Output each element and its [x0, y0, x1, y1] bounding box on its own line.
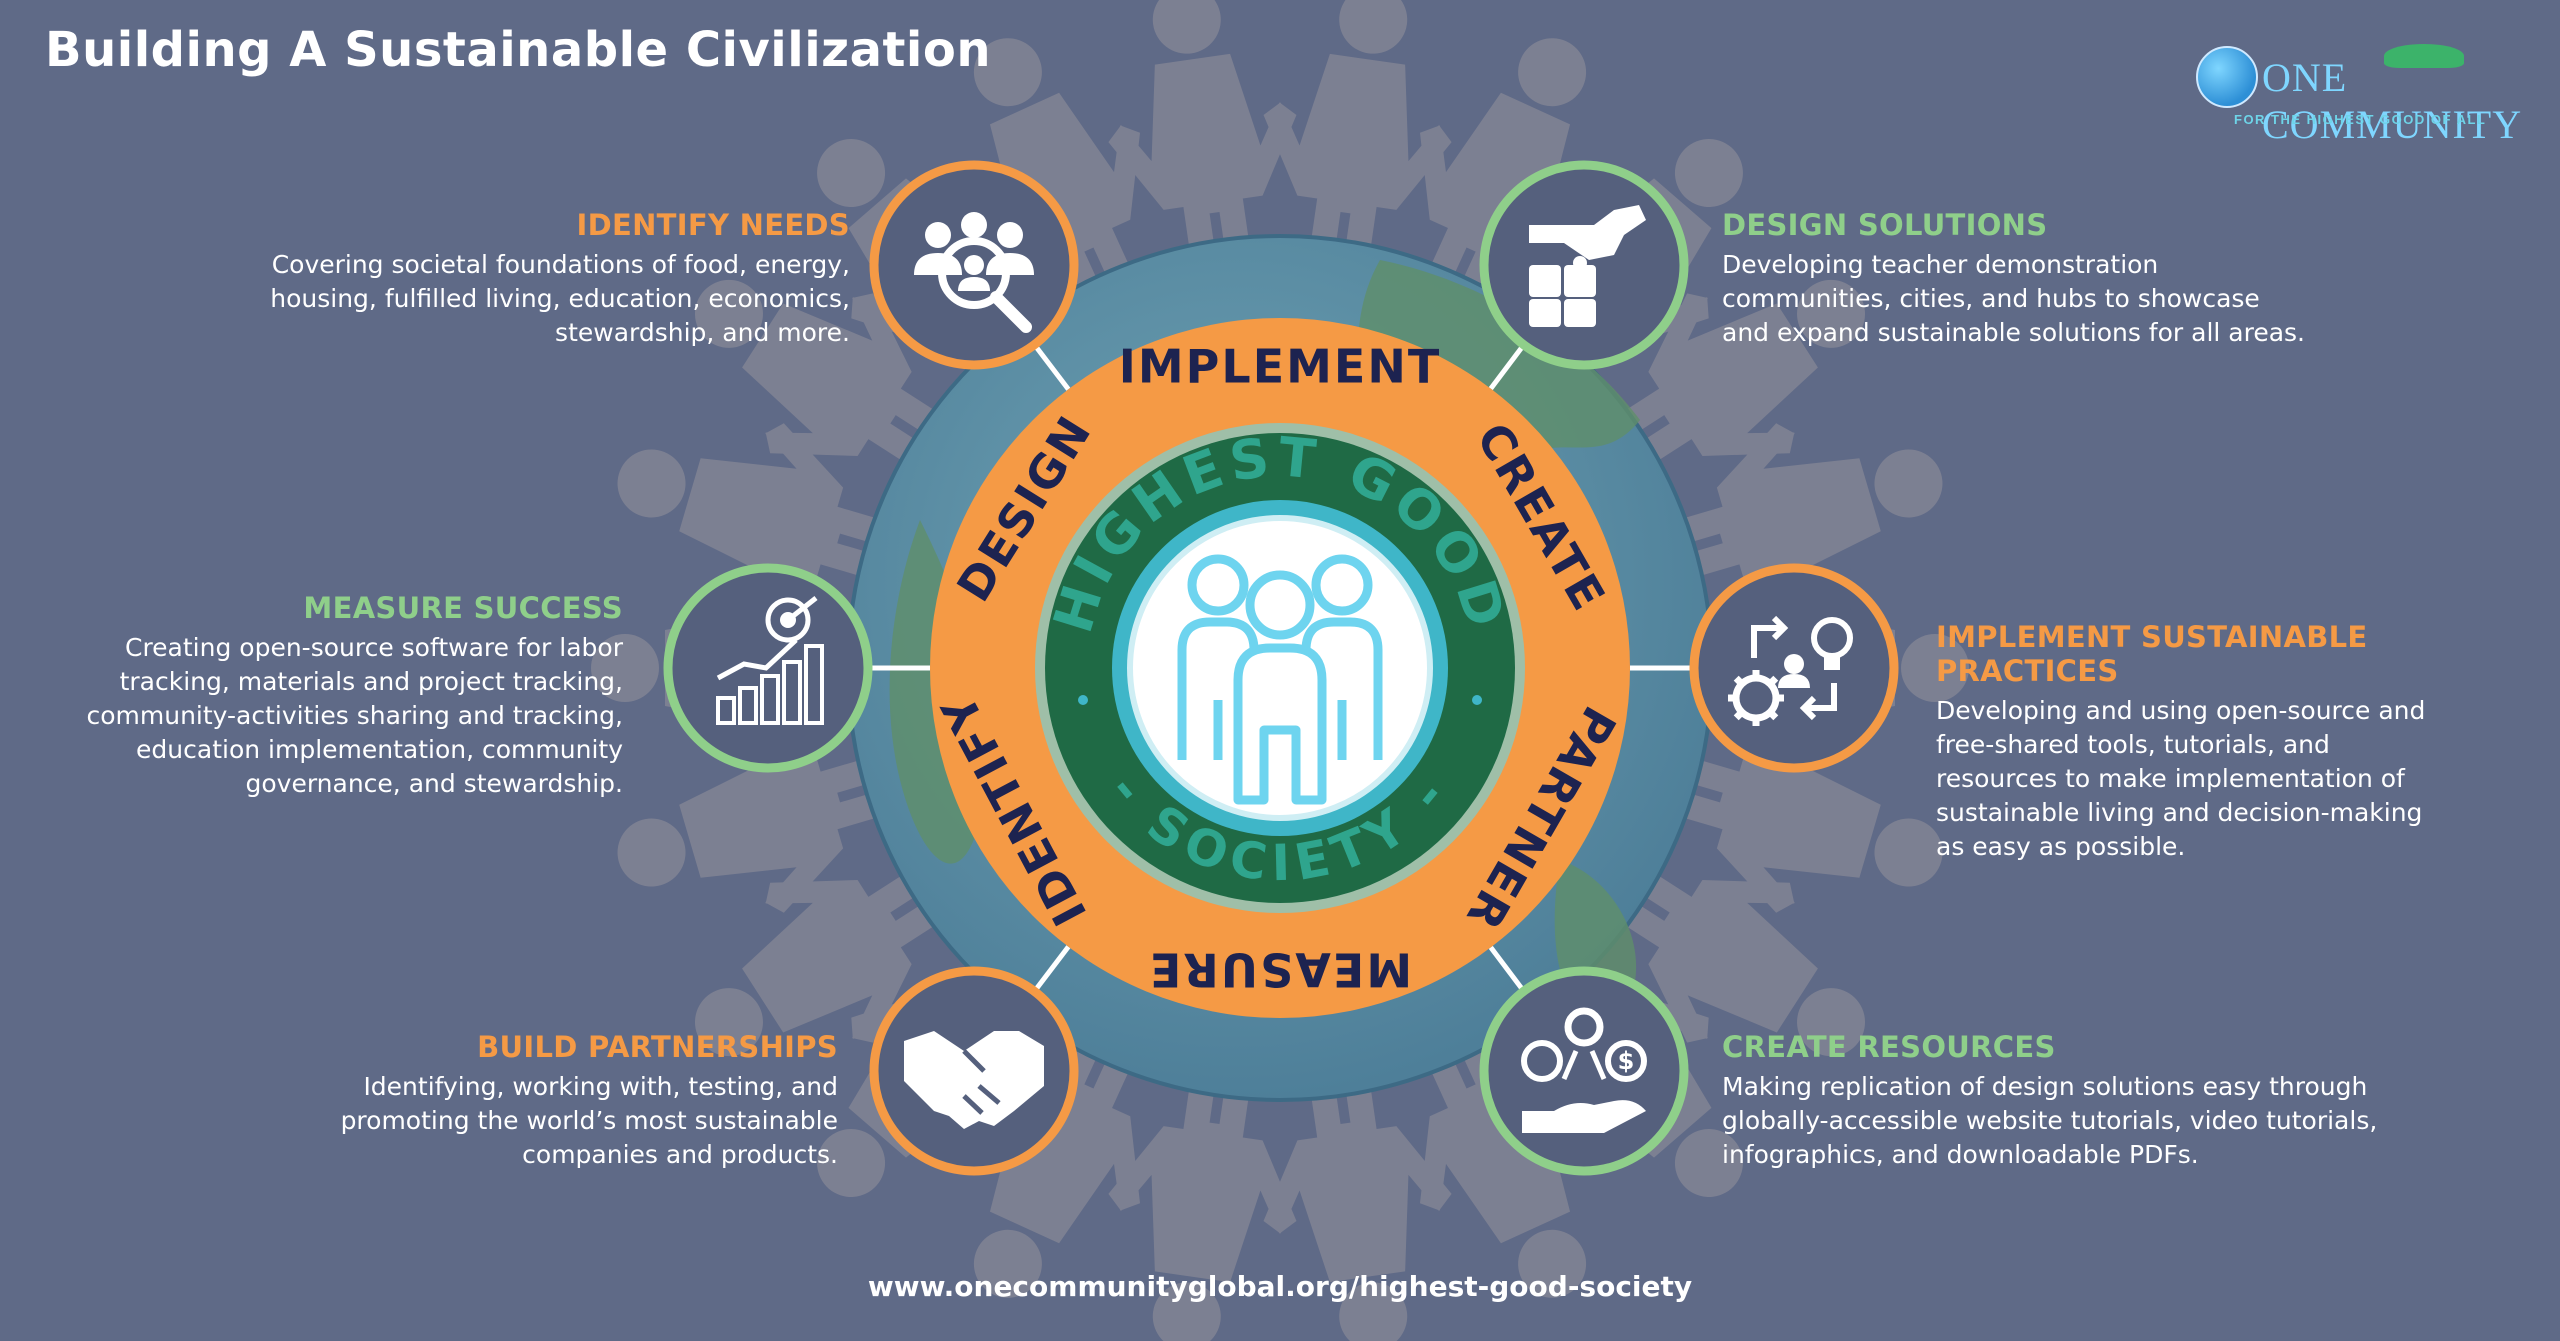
create-resources-text: Making replication of design solutions e… [1722, 1070, 2402, 1172]
step-circle-measure [663, 563, 873, 773]
text-line: education implementation, community [136, 735, 623, 764]
person-silhouette [617, 423, 915, 606]
build-partnerships-text: Identifying, working with, testing, and … [218, 1070, 838, 1172]
page-title: Building A Sustainable Civilization [45, 22, 992, 78]
text-line: Identifying, working with, testing, and [363, 1072, 838, 1101]
people-search-icon [914, 212, 1034, 333]
ring-word-implement: IMPLEMENT [1119, 340, 1441, 394]
text-line: companies and products. [522, 1140, 838, 1169]
ring-word-measure: MEASURE [1148, 943, 1412, 997]
person-silhouette [1263, 0, 1452, 287]
step-circle-identify [869, 160, 1079, 370]
measure-success-block: MEASURE SUCCESS Creating open-source sof… [23, 591, 624, 801]
measure-success-text: Creating open-source software for labor … [23, 631, 624, 801]
text-line: communities, cities, and hubs to showcas… [1722, 284, 2260, 313]
handshake-icon [904, 1031, 1044, 1129]
create-resources-block: CREATE RESOURCES Making replication of d… [1722, 1030, 2402, 1172]
text-line: infographics, and downloadable PDFs. [1722, 1140, 2199, 1169]
design-solutions-text: Developing teacher demonstration communi… [1722, 248, 2342, 350]
svg-text:$: $ [1618, 1047, 1635, 1075]
ring-dot [1472, 695, 1482, 705]
text-line: Developing and using open-source and [1936, 696, 2426, 725]
implement-practices-text: Developing and using open-source and fre… [1936, 694, 2556, 864]
logo-tagline: FOR THE HIGHEST GOOD OF ALL [2234, 112, 2487, 127]
puzzle-hand-icon [1529, 205, 1646, 327]
person-silhouette [1591, 853, 1866, 1057]
step-circle-implement [1689, 563, 1899, 773]
text-line: Making replication of design solutions e… [1722, 1072, 2368, 1101]
text-line: as easy as possible. [1936, 832, 2186, 861]
globe-icon [2196, 46, 2258, 108]
text-line: sustainable living and decision-making [1936, 798, 2423, 827]
person-silhouette [1108, 0, 1297, 287]
step-circle-create: $ [1479, 966, 1689, 1176]
text-line: Creating open-source software for labor [124, 633, 623, 662]
person-silhouette [694, 279, 969, 483]
person-silhouette [617, 730, 915, 913]
identify-needs-block: IDENTIFY NEEDS Covering societal foundat… [230, 208, 850, 350]
text-line: governance, and stewardship. [245, 769, 623, 798]
text-line: tracking, materials and project tracking… [119, 667, 623, 696]
identify-needs-heading: IDENTIFY NEEDS [576, 208, 850, 242]
hand-resources-icon: $ [1521, 1007, 1647, 1133]
one-community-logo: ONE COMMUNITY FOR THE HIGHEST GOOD OF AL… [2196, 42, 2521, 147]
text-line: Developing teacher demonstration [1722, 250, 2159, 279]
connector-lines [872, 346, 1690, 990]
community-people-icon [1177, 554, 1383, 805]
text-line: housing, fulfilled living, education, ec… [270, 284, 850, 313]
step-circle-design [1479, 160, 1689, 370]
design-solutions-heading: DESIGN SOLUTIONS [1722, 208, 2048, 242]
build-partnerships-block: BUILD PARTNERSHIPS Identifying, working … [218, 1030, 838, 1172]
text-line: stewardship, and more. [555, 318, 850, 347]
person-silhouette [1591, 279, 1866, 483]
measure-success-heading: MEASURE SUCCESS [303, 591, 623, 625]
identify-needs-text: Covering societal foundations of food, e… [230, 248, 850, 350]
person-silhouette [1263, 1049, 1452, 1341]
tree-icon [2384, 44, 2464, 68]
growth-chart-target-icon [716, 596, 824, 725]
ring-dot [1078, 695, 1088, 705]
build-partnerships-heading: BUILD PARTNERSHIPS [477, 1030, 838, 1064]
implement-practices-heading: IMPLEMENT SUSTAINABLE PRACTICES [1936, 620, 2368, 688]
text-line: globally-accessible website tutorials, v… [1722, 1106, 2378, 1135]
connector-line [1488, 346, 1524, 391]
text-line: community-activities sharing and trackin… [86, 701, 624, 730]
connector-line [1034, 346, 1071, 391]
text-line: promoting the world’s most sustainable [340, 1106, 838, 1135]
person-silhouette [694, 853, 969, 1057]
implement-practices-block: IMPLEMENT SUSTAINABLE PRACTICES Developi… [1936, 620, 2556, 864]
connector-line [1488, 945, 1524, 990]
connector-line [1034, 945, 1071, 990]
website-url[interactable]: www.onecommunityglobal.org/highest-good-… [867, 1270, 1693, 1303]
create-resources-heading: CREATE RESOURCES [1722, 1030, 2056, 1064]
logo-wordmark: ONE COMMUNITY [2262, 55, 2523, 147]
person-silhouette [1108, 1049, 1297, 1341]
person-silhouette [1645, 730, 1943, 913]
text-line: Covering societal foundations of food, e… [271, 250, 850, 279]
person-silhouette [1645, 423, 1943, 606]
text-line: resources to make implementation of [1936, 764, 2405, 793]
step-circle-partner [869, 966, 1079, 1176]
text-line: free-shared tools, tutorials, and [1936, 730, 2330, 759]
text-line: and expand sustainable solutions for all… [1722, 318, 2306, 347]
design-solutions-block: DESIGN SOLUTIONS Developing teacher demo… [1722, 208, 2342, 350]
process-cycle-icon [1728, 615, 1853, 726]
